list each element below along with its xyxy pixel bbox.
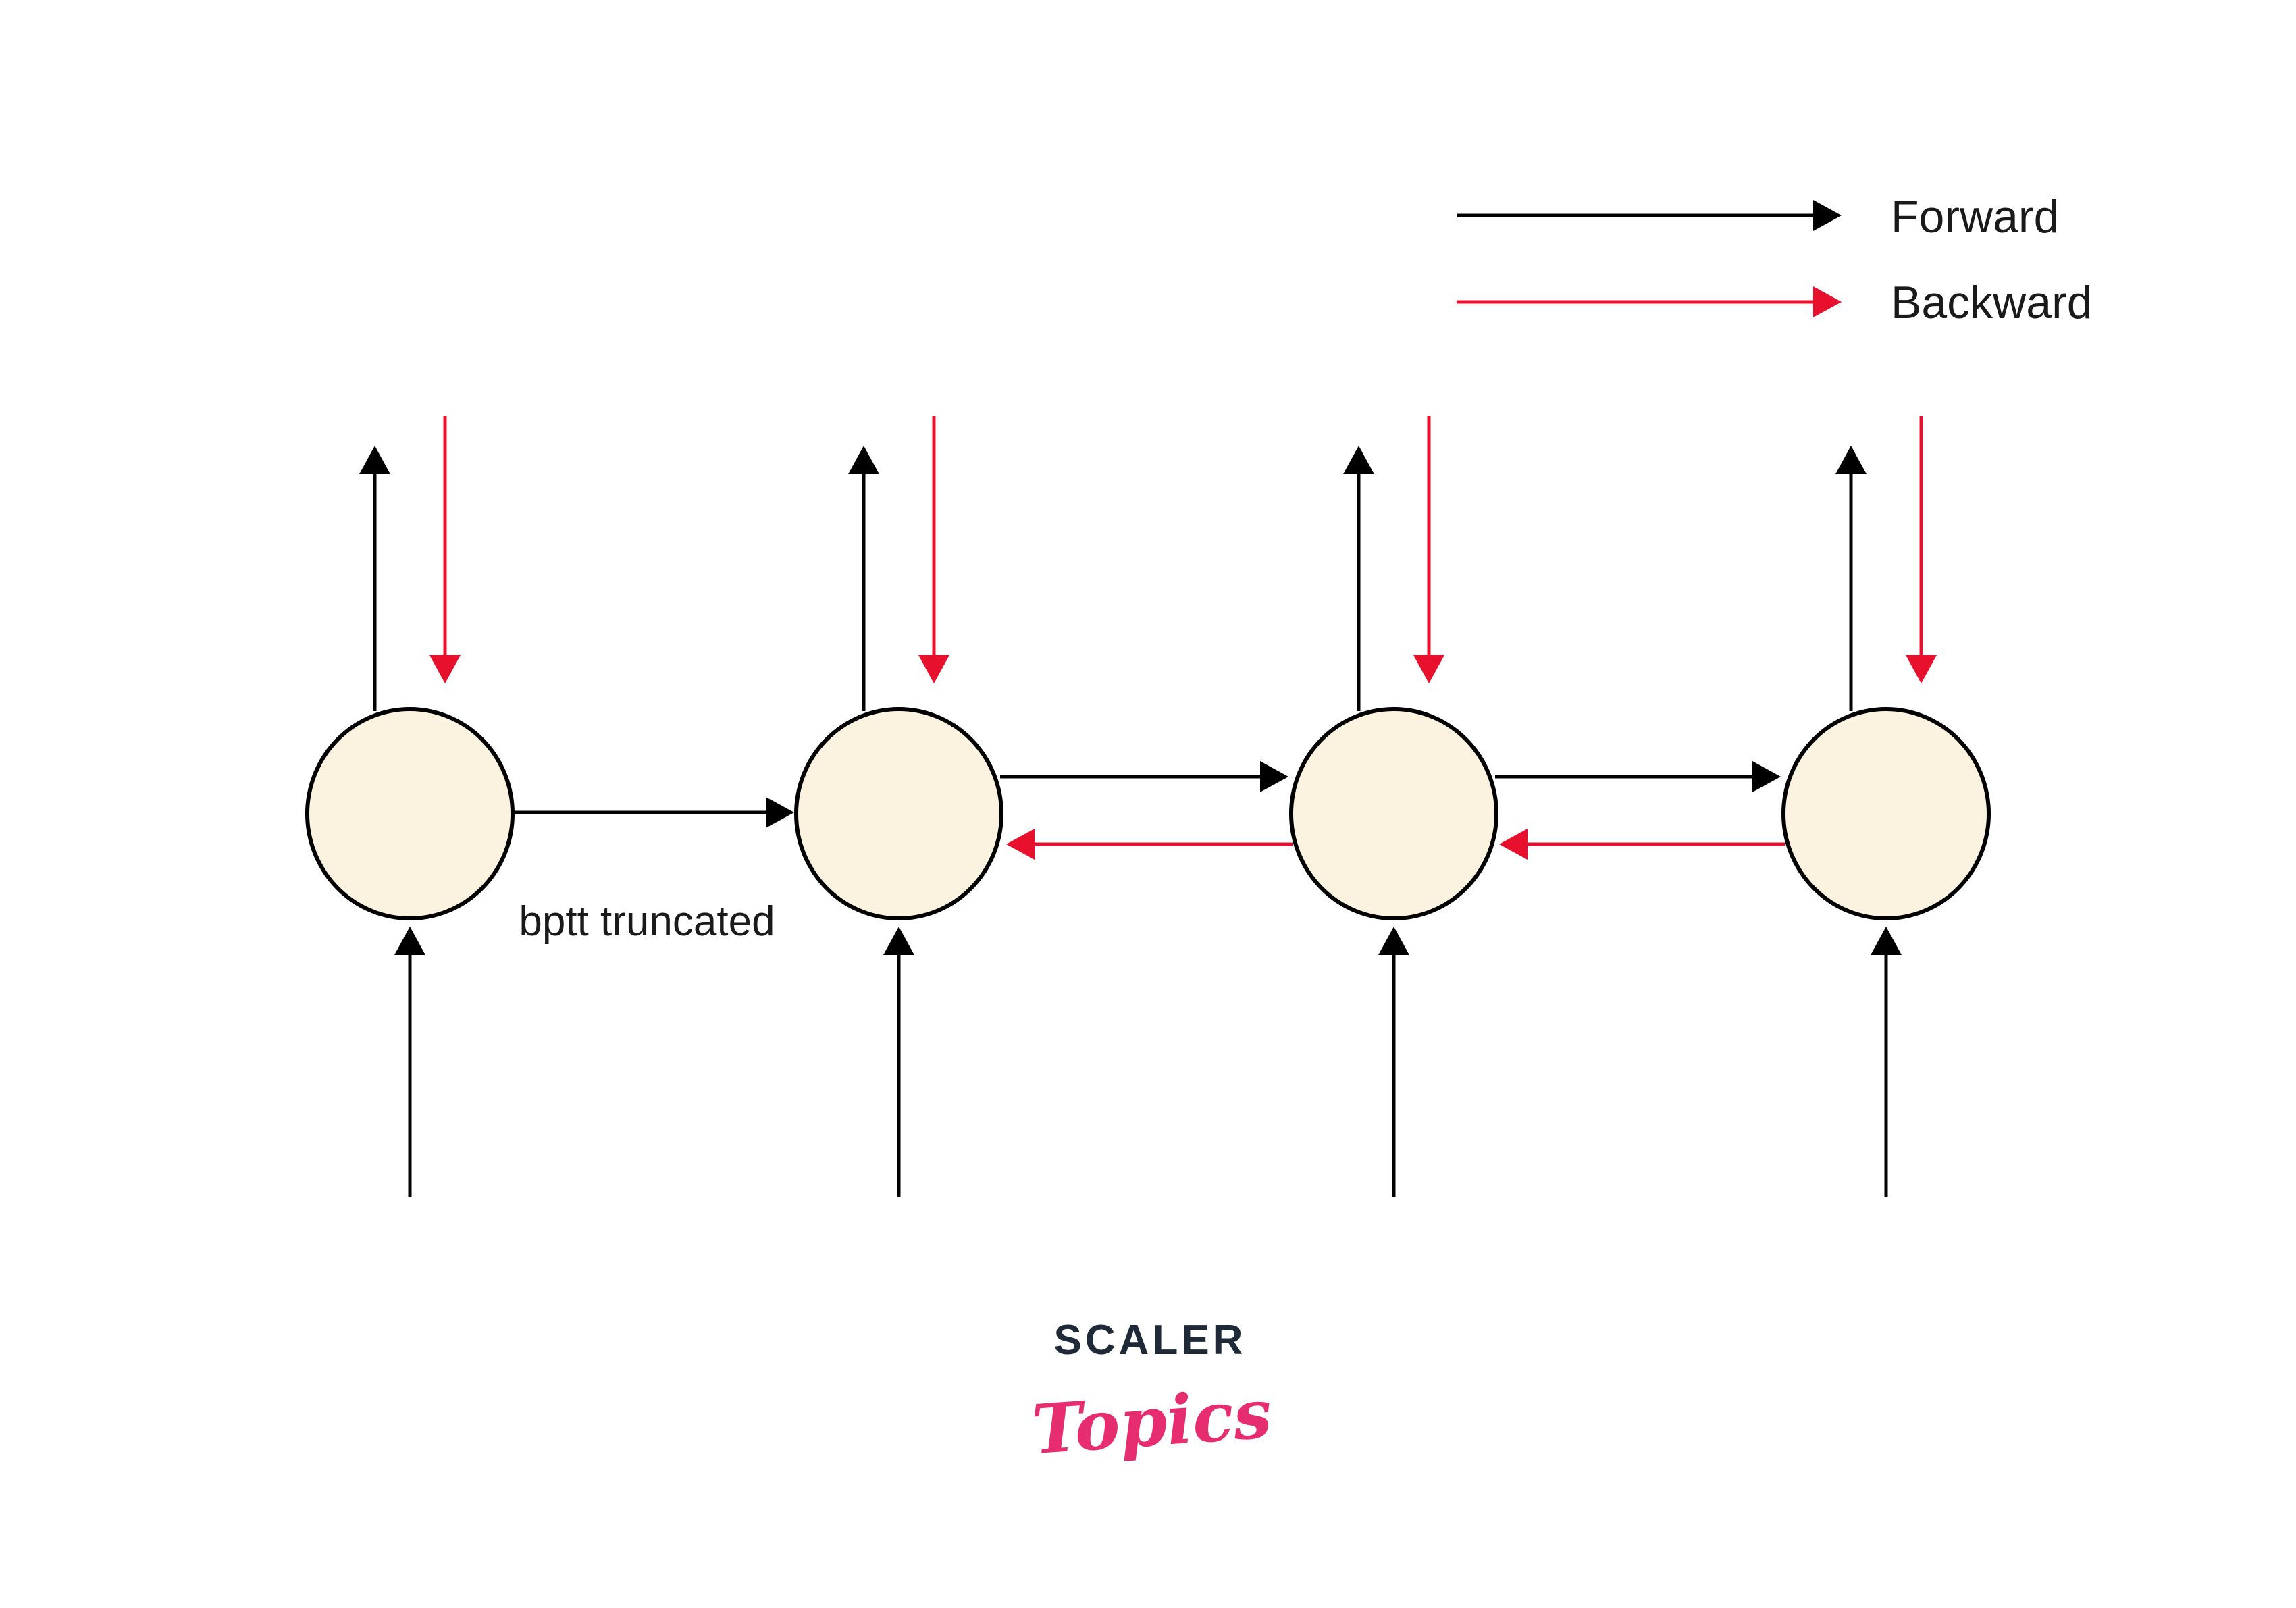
node1-gradient-down-arrow: [429, 416, 461, 683]
node1-gradient-down-arrow-head: [429, 655, 461, 683]
node3-gradient-down-arrow-head: [1413, 655, 1444, 683]
legend-backward-arrow-head: [1813, 286, 1842, 317]
node4-input-up-arrow: [1871, 927, 1902, 1197]
node1-input-up-arrow-head: [394, 927, 425, 955]
rnn-node-2: [794, 707, 1003, 920]
scaler-topics-logo: SCALER Topics: [1030, 1317, 1274, 1470]
legend: Forward Backward: [1891, 191, 2093, 328]
node2-gradient-down-arrow: [918, 416, 949, 683]
node2-gradient-down-arrow-head: [918, 655, 949, 683]
node2-input-up-arrow-head: [883, 927, 914, 955]
rnn-node-1: [305, 707, 515, 920]
arrows-layer: [359, 200, 1937, 1197]
forward-arrow-node3-node4-head: [1752, 761, 1781, 792]
node2-input-up-arrow: [883, 927, 914, 1197]
node1-output-up-arrow-head: [359, 446, 390, 474]
backward-arrow-node3-node2-head: [1006, 829, 1035, 860]
backward-arrow-node4-node3-head: [1499, 829, 1528, 860]
logo-scaler-text: SCALER: [1054, 1317, 1247, 1364]
forward-arrow-node3-node4: [1495, 761, 1781, 792]
forward-arrow-node1-node2: [511, 797, 794, 828]
node4-output-up-arrow-head: [1835, 446, 1867, 474]
node4-input-up-arrow-head: [1871, 927, 1902, 955]
node2-output-up-arrow-head: [848, 446, 879, 474]
node4-output-up-arrow: [1835, 446, 1867, 711]
rnn-node-3: [1289, 707, 1498, 920]
node4-gradient-down-arrow: [1906, 416, 1937, 683]
node3-input-up-arrow-head: [1378, 927, 1409, 955]
node4-gradient-down-arrow-head: [1906, 655, 1937, 683]
rnn-node-4: [1781, 707, 1991, 920]
nodes-layer: [305, 707, 1991, 920]
legend-backward-arrow: [1457, 286, 1842, 317]
forward-arrow-node2-node3: [1000, 761, 1288, 792]
bptt-truncated-label: bptt truncated: [519, 898, 775, 945]
legend-forward-arrow-head: [1813, 200, 1842, 231]
legend-backward-label: Backward: [1891, 277, 2093, 328]
forward-arrow-node2-node3-head: [1260, 761, 1288, 792]
node1-input-up-arrow: [394, 927, 425, 1197]
backward-arrow-node4-node3: [1499, 829, 1785, 860]
legend-forward-label: Forward: [1891, 191, 2059, 242]
logo-topics-text: Topics: [1030, 1374, 1274, 1470]
legend-forward-arrow: [1457, 200, 1842, 231]
node3-input-up-arrow: [1378, 927, 1409, 1197]
backward-arrow-node3-node2: [1006, 829, 1293, 860]
node3-gradient-down-arrow: [1413, 416, 1444, 683]
node2-output-up-arrow: [848, 446, 879, 711]
node3-output-up-arrow: [1343, 446, 1374, 711]
forward-arrow-node1-node2-head: [766, 797, 794, 828]
node3-output-up-arrow-head: [1343, 446, 1374, 474]
node1-output-up-arrow: [359, 446, 390, 711]
